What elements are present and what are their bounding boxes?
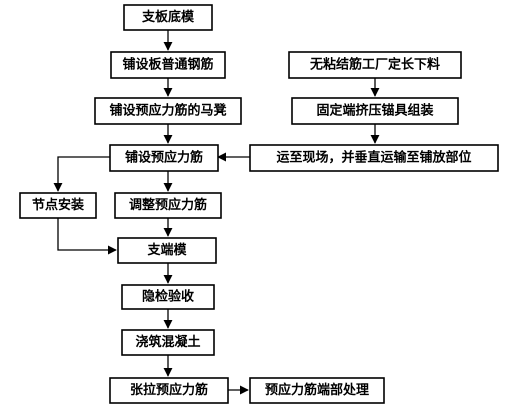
node-anchor-assembly: 固定端挤压锚具组装 — [291, 97, 459, 125]
node-chairs: 铺设预应力筋的马凳 — [94, 97, 242, 125]
flow-edges — [53, 30, 380, 395]
node-form-slab-label: 支板底模 — [141, 9, 195, 25]
node-node-install-label: 节点安装 — [32, 197, 84, 213]
node-lay-tendons-label: 铺设预应力筋 — [125, 150, 203, 166]
node-rebar-slab-label: 铺设板普通钢筋 — [122, 57, 213, 73]
node-adjust-tendons: 调整预应力筋 — [114, 192, 222, 219]
node-transport: 运至现场，并垂直运输至铺放部位 — [249, 144, 499, 172]
node-pour-concrete: 浇筑混凝土 — [121, 329, 215, 356]
edge-lay-to-node-install — [53, 156, 110, 192]
node-chairs-label: 铺设预应力筋的马凳 — [109, 103, 227, 119]
node-anchor-assembly-label: 固定端挤压锚具组装 — [316, 103, 433, 119]
node-hidden-inspect-label: 隐检验收 — [142, 289, 195, 305]
node-end-treatment: 预应力筋端部处理 — [249, 377, 385, 404]
node-lay-tendons: 铺设预应力筋 — [109, 144, 219, 172]
node-side-form: 支端模 — [117, 237, 217, 264]
node-transport-label: 运至现场，并垂直运输至铺放部位 — [276, 150, 471, 166]
node-tension-label: 张拉预应力筋 — [130, 382, 208, 398]
node-end-treatment-label: 预应力筋端部处理 — [265, 382, 369, 398]
node-factory-cut: 无粘结筋工厂定长下料 — [288, 51, 462, 79]
node-side-form-label: 支端模 — [146, 242, 187, 258]
edge-node-install-to-side-form — [57, 218, 117, 255]
node-rebar-slab: 铺设板普通钢筋 — [110, 51, 226, 79]
node-tension: 张拉预应力筋 — [109, 377, 229, 404]
node-pour-concrete-label: 浇筑混凝土 — [135, 334, 200, 350]
node-node-install: 节点安装 — [19, 192, 97, 219]
node-factory-cut-label: 无粘结筋工厂定长下料 — [309, 57, 440, 73]
node-hidden-inspect: 隐检验收 — [121, 284, 215, 310]
node-form-slab: 支板底模 — [123, 4, 213, 31]
node-adjust-tendons-label: 调整预应力筋 — [129, 197, 207, 213]
